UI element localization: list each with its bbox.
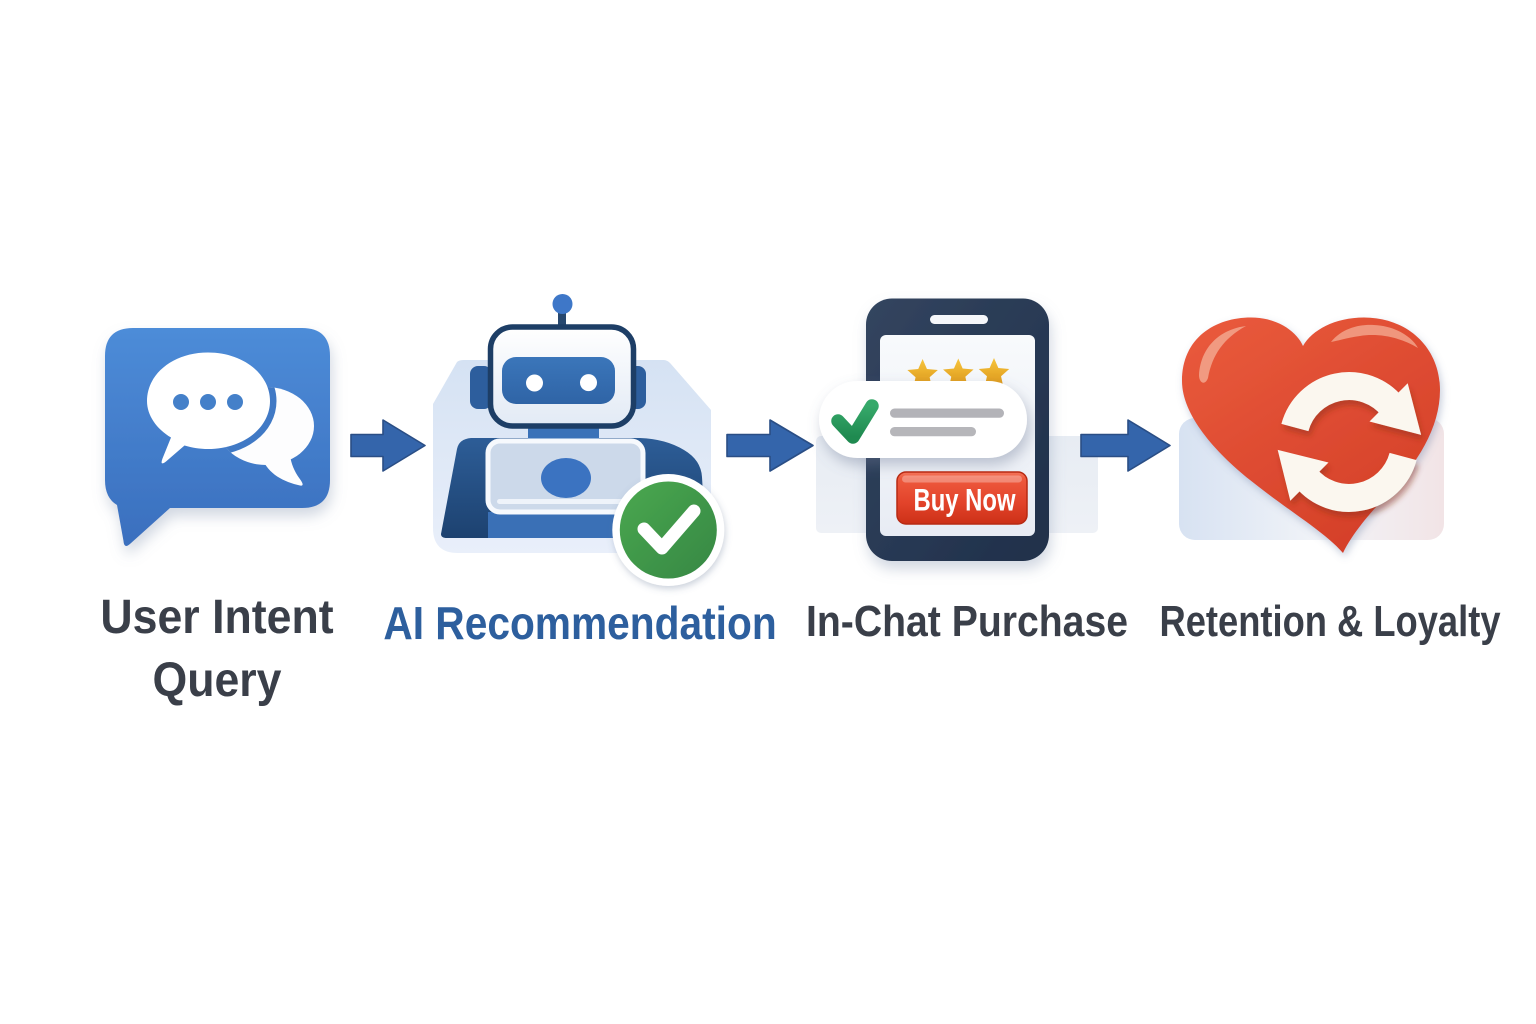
refresh-arc: [1294, 452, 1417, 512]
typing-dot: [227, 394, 243, 410]
smartphone-icon: Buy Now: [816, 298, 1098, 561]
star-icon: [943, 358, 974, 388]
robot-chest-button: [541, 458, 591, 498]
heart-refresh-icon: [1179, 317, 1444, 553]
star-icon: [978, 358, 1010, 387]
robot-icon: [433, 294, 725, 586]
typing-dots: [173, 394, 243, 410]
star-icon: [907, 359, 938, 388]
stage-label-in-chat-purchase: In-Chat Purchase: [806, 598, 1128, 647]
badge-circle: [619, 481, 717, 579]
buy-now-button[interactable]: Buy Now: [896, 471, 1028, 525]
card-text-line: [890, 408, 1004, 418]
buy-now-button-bevel: [902, 475, 1022, 483]
arrow-right-icon: [350, 419, 426, 472]
arrow-shape: [1080, 419, 1171, 472]
arrow-shape: [350, 419, 426, 472]
robot-eye: [526, 374, 543, 392]
refresh-arc: [1281, 372, 1404, 432]
robot-face-plate: [502, 357, 615, 404]
robot-antenna-ball: [552, 294, 573, 314]
phone-speaker: [930, 315, 988, 324]
recommendation-card-pill: [819, 381, 1027, 458]
card-text-line: [890, 427, 976, 437]
heart-highlight: [1331, 324, 1418, 348]
check-circle-icon: [612, 474, 725, 586]
stage-label-user-intent-query: User Intent Query: [100, 590, 334, 707]
arrow-right-icon: [726, 419, 814, 472]
robot-chest-seam: [497, 499, 629, 504]
arrow-right-icon: [1080, 419, 1171, 472]
robot-eye: [580, 374, 597, 392]
buy-now-button-face: [896, 471, 1028, 525]
buy-now-label: Buy Now: [914, 482, 1016, 518]
typing-dot: [200, 394, 216, 410]
small-bubble-tail: [262, 455, 303, 486]
arrow-shape: [726, 419, 814, 472]
robot-antenna-stem: [558, 311, 566, 331]
refresh-arrowhead: [1277, 449, 1329, 501]
typing-dot: [173, 394, 189, 410]
heart-highlight: [1199, 326, 1246, 383]
card-check-icon: [831, 399, 879, 444]
robot-ear: [470, 366, 492, 409]
rating-stars: [907, 358, 1010, 388]
recommendation-card: [819, 381, 1027, 458]
refresh-arrows-icon: [1277, 372, 1422, 512]
refresh-arrowhead: [1369, 383, 1422, 435]
chat-bubbles-icon: [105, 328, 330, 546]
stage-label-retention-loyalty: Retention & Loyalty: [1159, 597, 1501, 646]
stage-label-ai-recommendation: AI Recommendation: [382, 597, 777, 649]
badge-checkmark: [637, 504, 701, 555]
